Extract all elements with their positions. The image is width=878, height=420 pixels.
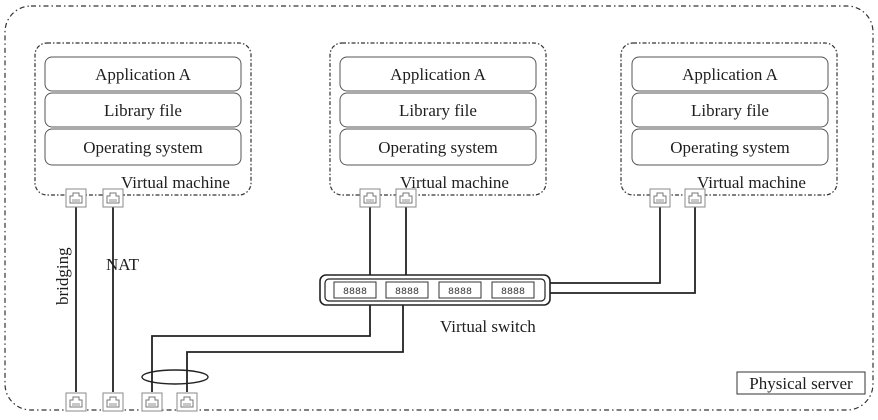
vm-2-port-2-ethernet-icon	[395, 188, 417, 208]
switch-port-2-label: 8888	[395, 287, 419, 298]
vm-3-layer-lib	[631, 92, 829, 128]
physical-port-2-ethernet-icon	[102, 392, 124, 412]
switch-port-2: 8888	[385, 281, 429, 299]
vm-1-layer-os-text: Operating system	[83, 138, 202, 157]
bridging-label: bridging	[53, 247, 72, 305]
physical-server-boundary	[4, 5, 874, 411]
vm-2-layer-os-text: Operating system	[378, 138, 497, 157]
vm-3-label: Virtual machine	[697, 173, 806, 192]
switch-uplink-2	[186, 304, 404, 392]
virtual-switch-inner	[324, 278, 546, 302]
vm-1-port-1-ethernet-icon	[65, 188, 87, 208]
switch-port-1: 8888	[333, 281, 377, 299]
vm-3-port-1-link	[550, 207, 661, 284]
vm-2-layer-lib	[339, 92, 537, 128]
virtual-switch: 8888 8888 8888 8888	[319, 274, 551, 306]
vm-2-layer-app	[339, 56, 537, 92]
switch-port-3: 8888	[438, 281, 482, 299]
vm-3-layer-app	[631, 56, 829, 92]
switch-port-1-label: 8888	[343, 287, 367, 298]
nat-label: NAT	[106, 255, 140, 274]
vm-2-layer-app-text: Application A	[390, 65, 487, 84]
vm-3-port-1-ethernet-icon	[649, 188, 671, 208]
connection-lines	[75, 207, 696, 392]
vm-2-label: Virtual machine	[400, 173, 509, 192]
vm-3-port-2-link	[550, 207, 696, 294]
virtual-switch-label: Virtual switch	[440, 317, 536, 336]
vm-2-layer-lib-text: Library file	[399, 101, 477, 120]
vm-1-layer-lib	[44, 92, 242, 128]
virtual-machine-1: Application A Library file Operating sys…	[34, 42, 252, 196]
vm-1-boundary	[34, 42, 252, 196]
vm-3-boundary	[620, 42, 838, 196]
vm-2-boundary	[329, 42, 547, 196]
switch-uplink-1	[151, 304, 371, 392]
physical-port-3-ethernet-icon	[141, 392, 163, 412]
physical-port-1-ethernet-icon	[65, 392, 87, 412]
vm-3-layer-app-text: Application A	[682, 65, 779, 84]
vm-3-layer-os-text: Operating system	[670, 138, 789, 157]
virtual-machine-2: Application A Library file Operating sys…	[329, 42, 547, 196]
switch-port-4-label: 8888	[501, 287, 525, 298]
virtual-machine-3: Application A Library file Operating sys…	[620, 42, 838, 196]
vm-1-port-2-ethernet-icon	[102, 188, 124, 208]
vm-2-port-1-ethernet-icon	[359, 188, 381, 208]
physical-server-label-box	[736, 371, 866, 395]
link-bond-ellipse	[141, 369, 209, 385]
network-port-icons	[65, 188, 706, 412]
vm-1-layer-os	[44, 128, 242, 166]
vm-1-label: Virtual machine	[121, 173, 230, 192]
switch-port-4: 8888	[491, 281, 535, 299]
switch-port-3-label: 8888	[448, 287, 472, 298]
vm-1-layer-app-text: Application A	[95, 65, 192, 84]
physical-server-label: Physical server	[749, 374, 853, 393]
vm-3-port-2-ethernet-icon	[684, 188, 706, 208]
vm-1-layer-lib-text: Library file	[104, 101, 182, 120]
vm-3-layer-os	[631, 128, 829, 166]
vm-2-layer-os	[339, 128, 537, 166]
vm-1-layer-app	[44, 56, 242, 92]
vm-3-layer-lib-text: Library file	[691, 101, 769, 120]
physical-port-4-ethernet-icon	[176, 392, 198, 412]
